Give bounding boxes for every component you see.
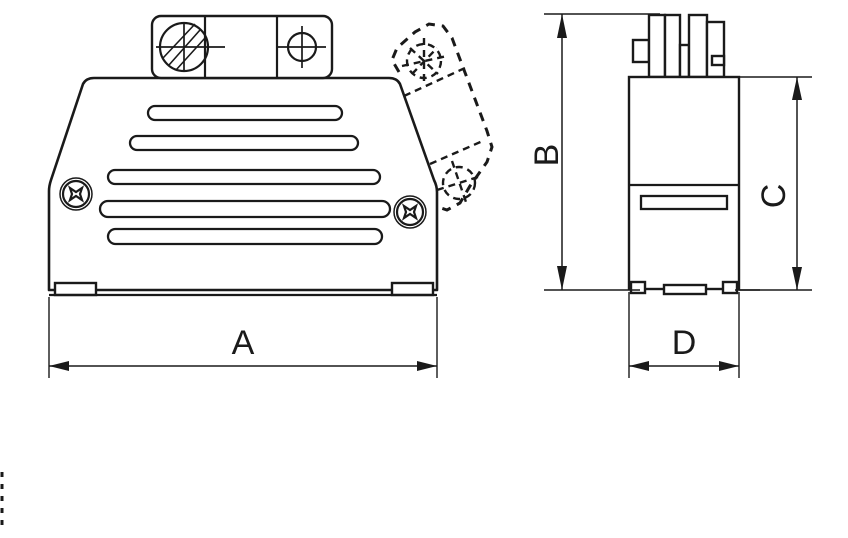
phillips-cross-icon <box>401 203 419 221</box>
front-view: A <box>47 14 494 378</box>
cable-clamp-bracket <box>150 14 334 80</box>
dimension-a: A <box>48 297 438 378</box>
side-body-outline <box>627 75 741 291</box>
phantom-lower-crosshair-icon <box>436 160 482 206</box>
bracket-fastener-icon <box>278 26 326 68</box>
vent-slot-2 <box>128 134 360 152</box>
foot-left <box>53 281 98 297</box>
side-foot-right <box>721 280 739 295</box>
phantom-upper-crosshair-icon <box>401 38 448 84</box>
side-feet-group <box>629 280 739 296</box>
hardware-block-2 <box>663 13 682 79</box>
side-recessed-slot <box>639 194 729 211</box>
vent-slot-3 <box>106 168 382 186</box>
dimension-label-d: D <box>672 324 697 362</box>
side-foot-center <box>662 283 708 296</box>
dimension-c: C <box>735 76 812 291</box>
dimension-label-c: C <box>755 184 793 209</box>
hardware-block-4 <box>705 20 726 79</box>
dimension-d: D <box>628 292 740 378</box>
vent-slot-5 <box>106 227 384 246</box>
phantom-cable-entry-outline <box>390 22 494 212</box>
dimension-b: B <box>528 13 660 291</box>
locking-screw-left <box>59 177 93 211</box>
vent-slot-1 <box>146 104 344 122</box>
phillips-cross-icon <box>67 185 85 203</box>
hardware-block-3 <box>687 13 709 79</box>
hardware-notch <box>710 54 726 67</box>
hardware-block-1 <box>647 13 667 79</box>
bracket-outline <box>150 14 334 80</box>
vent-slot-4 <box>98 199 392 219</box>
locking-screw-right <box>393 195 427 229</box>
foot-right <box>390 281 435 297</box>
hood-feet-group <box>49 281 437 297</box>
hardware-gap-block <box>678 43 691 79</box>
side-clamp-hardware <box>631 13 726 79</box>
dimension-label-b: B <box>528 144 566 167</box>
bracket-fastener-hatched-icon <box>156 21 225 73</box>
dimension-label-a: A <box>232 324 255 362</box>
hardware-tab-left <box>631 38 651 64</box>
side-foot-left <box>629 280 647 295</box>
side-view: B C D <box>528 13 812 378</box>
vent-slot-group <box>98 104 392 246</box>
